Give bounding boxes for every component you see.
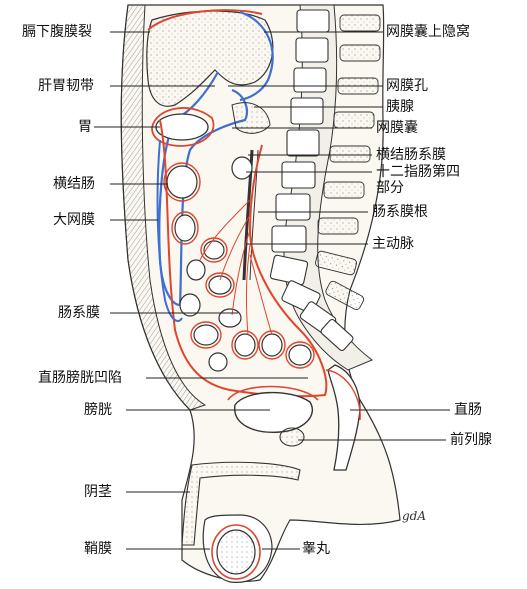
colon-loops xyxy=(166,156,312,372)
diaphragm-peritoneum-red xyxy=(147,9,263,31)
vertebrae xyxy=(269,9,354,352)
label-transverse-colon: 横结肠 xyxy=(53,176,95,192)
stomach-shape xyxy=(155,113,209,141)
leader-lines xyxy=(94,31,450,550)
testis-shape xyxy=(216,529,256,575)
label-hepatogastric-ligament: 肝胃韧带 xyxy=(38,78,94,94)
prostate-shape xyxy=(279,427,305,447)
label-pancreas: 胰腺 xyxy=(386,99,414,115)
label-omental-bursa: 网膜囊 xyxy=(376,120,418,136)
label-testis: 睾丸 xyxy=(302,541,330,557)
superior-recess-blue xyxy=(239,10,274,102)
penis-shape xyxy=(181,461,301,546)
stomach-wall-red xyxy=(151,107,215,147)
label-duodenum-line1: 十二指肠第四 xyxy=(376,164,460,180)
label-aorta: 主动脉 xyxy=(372,236,414,252)
rectum-shape xyxy=(327,364,361,471)
liver xyxy=(146,10,274,107)
artist-signature: gdA xyxy=(402,509,426,523)
label-duodenum-line2: 部分 xyxy=(376,180,404,196)
label-greater-omentum: 大网膜 xyxy=(53,212,95,228)
label-prostate: 前列腺 xyxy=(450,432,492,448)
bladder-shape xyxy=(234,391,313,433)
label-mesentery-root: 肠系膜根 xyxy=(372,204,428,220)
pancreas-shape xyxy=(231,102,271,134)
label-omental-foramen: 网膜孔 xyxy=(386,78,428,94)
label-diaphragm-peritoneum: 膈下腹膜裂 xyxy=(22,24,92,40)
abdominal-wall xyxy=(120,4,207,411)
tunica-vaginalis-red xyxy=(211,524,261,580)
label-tunica-vaginalis: 鞘膜 xyxy=(84,541,112,557)
label-bladder: 膀胱 xyxy=(84,402,112,418)
label-stomach: 胃 xyxy=(78,119,92,135)
label-transverse-mesocolon: 横结肠系膜 xyxy=(376,147,446,163)
label-rectum: 直肠 xyxy=(454,402,482,418)
label-penis: 阴茎 xyxy=(84,484,112,500)
label-superior-recess: 网膜囊上隐窝 xyxy=(386,24,470,40)
mesentery-lines xyxy=(199,199,273,336)
label-rectovesical-pouch: 直肠膀胱凹陷 xyxy=(38,370,122,386)
label-mesentery: 肠系膜 xyxy=(58,305,100,321)
